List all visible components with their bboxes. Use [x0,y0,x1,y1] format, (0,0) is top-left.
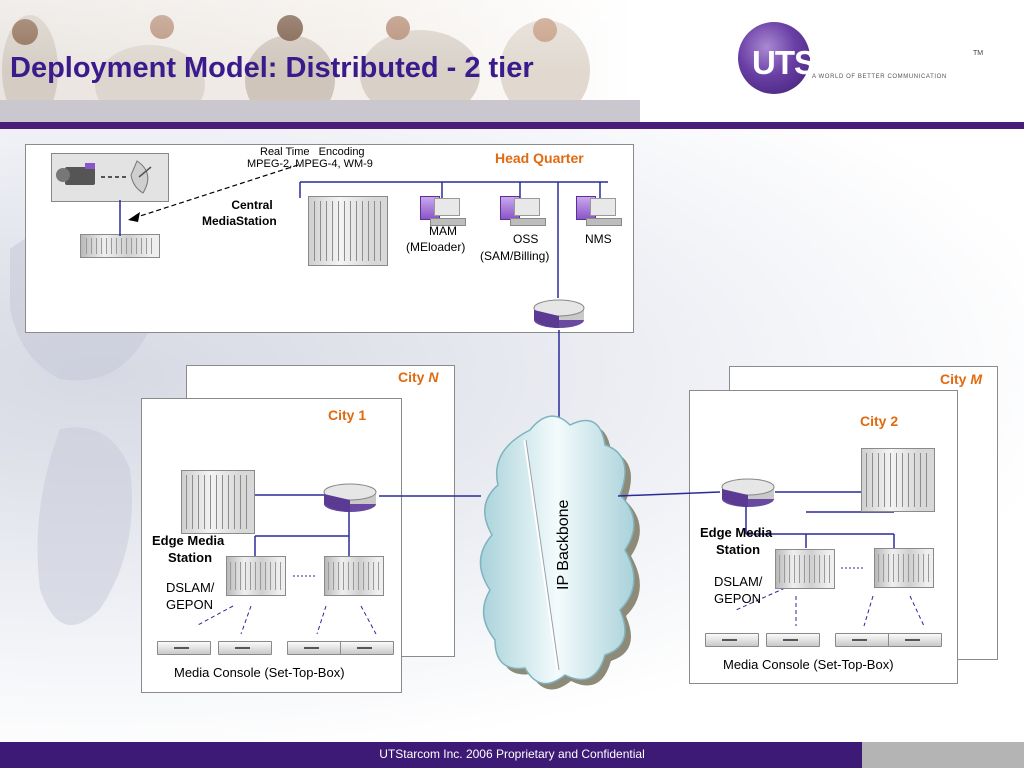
central-mediastation-rack-icon [308,196,388,266]
encoder-link [119,200,121,236]
header-photo-people [0,15,640,122]
header-divider [0,122,1024,129]
city-1-console-label: Media Console (Set-Top-Box) [174,665,345,680]
city-1-stb-1-icon [157,641,211,655]
camera-satellite-icons [56,160,152,194]
central-label-line2: MediaStation [202,214,277,228]
mam-label-line1: MAM [429,224,457,238]
city-1-label: City 1 [328,407,367,423]
city-m-prefix: City [940,371,971,387]
video-camera-icon [56,163,95,185]
oss-label-line2: (SAM/Billing) [480,249,550,263]
logo-text: UTSTARCOM [752,44,952,81]
capture-source-box [51,153,169,202]
city-1-stb-2-icon [218,641,272,655]
footer-accent [862,742,1024,768]
nms-label: NMS [585,232,612,246]
city-2-label: City 2 [860,413,899,429]
mam-computer-icon [420,196,466,226]
city-2-edge-label-line2: Station [716,542,761,557]
city-2-dslam-label-line1: DSLAM/ [714,574,763,589]
hq-label: Head Quarter [495,150,584,166]
city-1-router-icon [323,483,377,512]
city-m-label: City M [940,371,982,387]
city-1-dslam-2-icon [324,556,384,596]
city-1-links [195,494,481,635]
mam-label-line2: (MEloader) [406,240,466,254]
city-2-router-icon [721,478,775,507]
footer-text: UTStarcom Inc. 2006 Proprietary and Conf… [379,747,645,761]
city-2-edge-media-station-icon [861,448,935,512]
city-m-suffix: M [970,371,983,387]
hq-router-icon [533,299,585,328]
city-1-stb-4-icon [340,641,394,655]
city-n-prefix: City [398,369,429,385]
city-n-label: City N [398,369,438,385]
hq-to-backbone-link [558,330,560,426]
city-2-dslam-2-icon [874,548,934,588]
oss-label-line1: OSS [513,232,539,246]
city-2-stb-1-icon [705,633,759,647]
city-1-edge-media-station-icon [181,470,255,534]
footer-bar [0,742,862,768]
city-2-console-label: Media Console (Set-Top-Box) [723,657,894,672]
city-2-dslam-label-line2: GEPON [714,591,761,606]
encoder-server-icon [80,234,160,258]
logo: UTSTARCOM [752,44,952,82]
city-1-stb-3-icon [287,641,341,655]
satellite-dish-icon [130,160,152,194]
city-1-dslam-label-line2: GEPON [166,597,213,612]
city-1-dslam-label-line1: DSLAM/ [166,580,215,595]
city-2-edge-label-line1: Edge Media [700,525,773,540]
dashed-arrow [128,164,299,222]
hq-router-link [557,182,559,298]
logo-tm: TM [973,50,984,57]
hq-bus-lines [299,181,608,198]
city-2-stb-3-icon [835,633,889,647]
oss-computer-icon [500,196,546,226]
encoding-label-line2: MPEG-2, MPEG-4, WM-9 [247,158,373,170]
logo-globe-icon [738,22,810,94]
encoding-label-line1: Real Time Encoding [260,146,365,158]
central-label-line1: Central [231,198,273,212]
page-title: Deployment Model: Distributed - 2 tier [10,52,534,84]
city-1-edge-label-line2: Station [168,550,213,565]
city-2-dslam-1-icon [775,549,835,589]
header-fade [0,0,1024,122]
header-banner [0,0,1024,122]
city-n-suffix: N [428,369,439,385]
nms-computer-icon [576,196,622,226]
city-2-stb-2-icon [766,633,820,647]
logo-tagline: A WORLD OF BETTER COMMUNICATION [812,74,947,80]
city-2-stb-4-icon [888,633,942,647]
city-1-dslam-1-icon [226,556,286,596]
ip-backbone-cloud [479,415,640,690]
city-1-edge-label-line1: Edge Media [152,533,225,548]
